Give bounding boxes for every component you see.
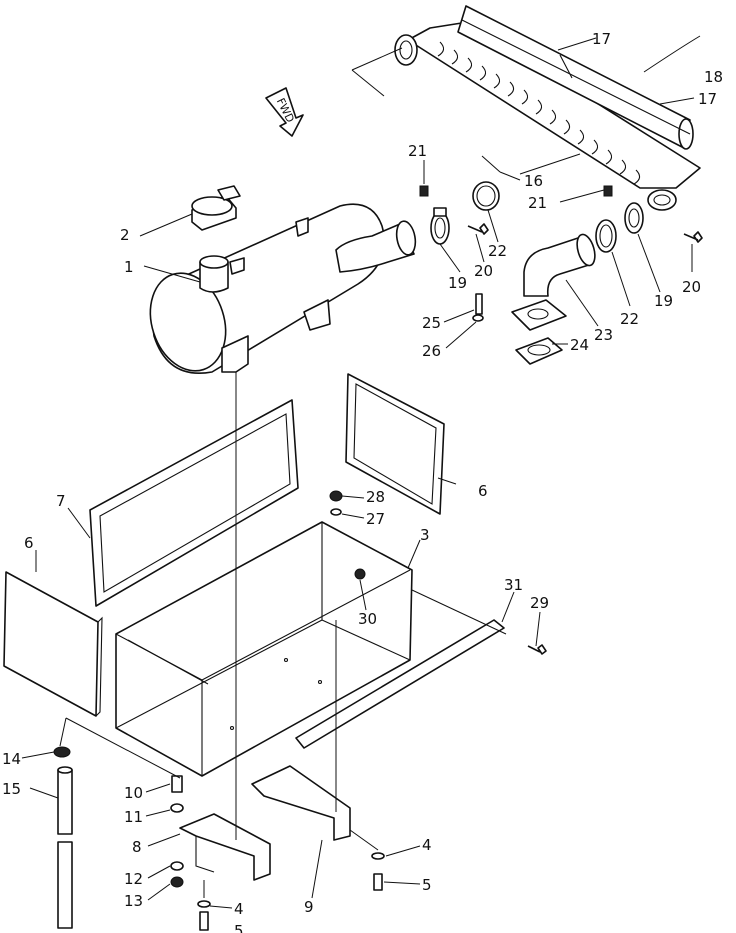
callout-labels: 1 2 3 4 4 5 5 6 6 7 8 9 10 11 12 13 14 1… <box>2 30 723 933</box>
nut-13 <box>170 876 184 888</box>
washer-11 <box>170 803 184 813</box>
callout-15: 15 <box>2 780 21 798</box>
callout-1: 1 <box>124 258 134 276</box>
flange-plate <box>511 299 567 331</box>
muffler <box>149 203 417 374</box>
bolt-5a <box>373 873 383 891</box>
bolt-10 <box>171 775 183 793</box>
callout-25: 25 <box>422 314 441 332</box>
callout-21a: 21 <box>408 142 427 160</box>
bolt-5b <box>199 911 209 931</box>
exhaust-tube-assembly <box>394 21 701 211</box>
washer-27 <box>330 508 342 516</box>
nut-21b <box>603 185 613 197</box>
callout-7: 7 <box>56 492 66 510</box>
flange-gasket <box>515 337 563 365</box>
callout-19b: 19 <box>654 292 673 310</box>
leader-lines <box>21 35 701 909</box>
washer-4b <box>197 900 211 908</box>
callout-3: 3 <box>420 526 430 544</box>
bolt-20a <box>467 223 489 235</box>
callout-4a: 4 <box>422 836 432 854</box>
callout-27: 27 <box>366 510 385 528</box>
drain-pipe <box>57 766 73 929</box>
callout-5b: 5 <box>234 922 244 933</box>
callout-9: 9 <box>304 898 314 916</box>
callout-16: 16 <box>524 172 543 190</box>
callout-20b: 20 <box>682 278 701 296</box>
support-bar-31 <box>295 619 505 749</box>
bolt-20b <box>683 231 703 243</box>
callout-28: 28 <box>366 488 385 506</box>
nut-21a <box>419 185 429 197</box>
callout-19a: 19 <box>448 274 467 292</box>
washer-12 <box>170 861 184 871</box>
fwd-direction-arrow: FWD <box>265 87 304 137</box>
callout-12: 12 <box>124 870 143 888</box>
muffler-box <box>115 521 413 777</box>
bolt-25 <box>475 293 483 315</box>
rain-cap <box>191 185 241 231</box>
callout-8: 8 <box>132 838 142 856</box>
callout-23: 23 <box>594 326 613 344</box>
callout-17b: 17 <box>698 90 717 108</box>
cover-7 <box>89 399 299 607</box>
callout-6b: 6 <box>478 482 488 500</box>
gasket-left <box>472 181 500 211</box>
bolt-29 <box>527 644 547 655</box>
clamp-right <box>624 202 644 234</box>
callout-14: 14 <box>2 750 21 768</box>
callout-17a: 17 <box>592 30 611 48</box>
elbow-pipe <box>523 233 596 297</box>
callout-18: 18 <box>704 68 723 86</box>
cover-6-right <box>345 373 445 515</box>
cover-6-left <box>3 571 103 717</box>
callout-13: 13 <box>124 892 143 910</box>
callout-29: 29 <box>530 594 549 612</box>
callout-2: 2 <box>120 226 130 244</box>
clamp-14 <box>53 746 71 758</box>
callout-20a: 20 <box>474 262 493 280</box>
callout-4b: 4 <box>234 900 244 918</box>
clamp-left <box>430 207 450 245</box>
nut-30 <box>354 568 366 580</box>
gasket-right <box>595 219 617 253</box>
callout-5a: 5 <box>422 876 432 894</box>
bracket-9 <box>251 765 351 841</box>
nut-28 <box>329 490 343 502</box>
callout-10: 10 <box>124 784 143 802</box>
washer-4a <box>371 852 385 860</box>
callout-11: 11 <box>124 808 143 826</box>
washer-26 <box>472 314 484 322</box>
callout-21b: 21 <box>528 194 547 212</box>
callout-6a: 6 <box>24 534 34 552</box>
callout-24: 24 <box>570 336 589 354</box>
callout-30: 30 <box>358 610 377 628</box>
bracket-8 <box>179 813 271 881</box>
callout-22a: 22 <box>488 242 507 260</box>
callout-26: 26 <box>422 342 441 360</box>
callout-31: 31 <box>504 576 523 594</box>
heat-shield <box>457 5 694 150</box>
callout-22b: 22 <box>620 310 639 328</box>
